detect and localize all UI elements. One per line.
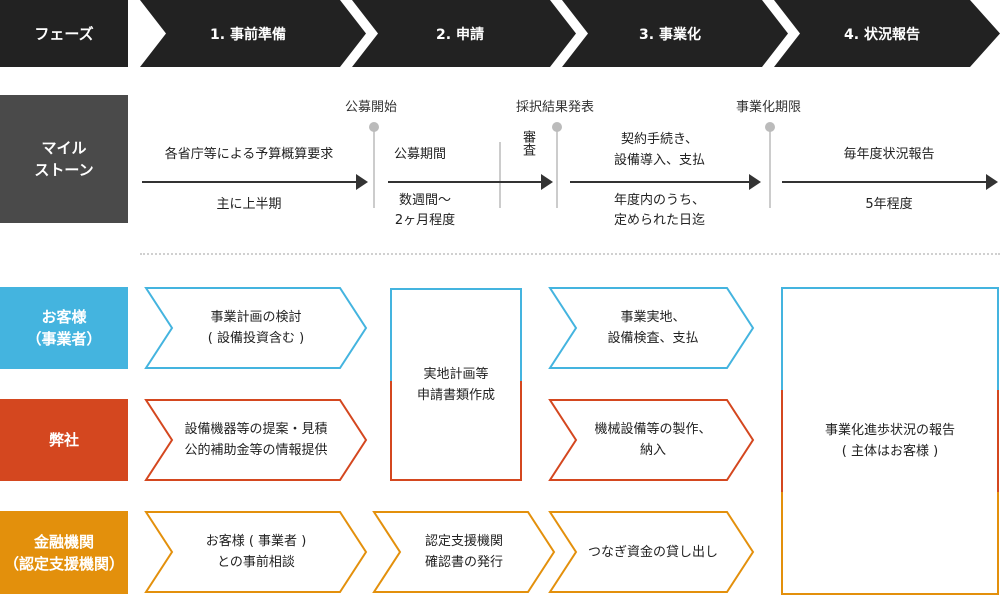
chevron-finance-3	[548, 511, 755, 593]
seg2-bottom-1: 数週間～	[398, 193, 451, 208]
customer-label-line2: （事業者）	[26, 330, 102, 348]
finance-task-3-line1: つなぎ資金の貸し出し	[587, 544, 718, 560]
company-task-3-line2: 納入	[639, 443, 666, 458]
company-task-3: 機械設備等の製作、 納入	[568, 400, 738, 480]
report-task-line1: 事業化進歩状況の報告	[824, 423, 955, 438]
marker-dot-2	[552, 122, 562, 132]
application-task: 実地計画等 申請書類作成	[391, 289, 521, 480]
milestone-label-line2: ストーン	[34, 161, 94, 179]
milestone-timeline	[142, 122, 998, 208]
customer-task-1: 事業計画の検討 ( 設備投資含む )	[166, 288, 346, 368]
customer-task-3-line2: 設備検査、支払	[607, 331, 699, 346]
seg1-top: 各省庁等による予算概算要求	[164, 147, 334, 162]
finance-task-3: つなぎ資金の貸し出し	[568, 512, 738, 592]
marker-3-label: 事業化期限	[736, 100, 802, 115]
seg3-top-2: 設備導入、支払	[613, 153, 705, 168]
seg4-bottom: 5年程度	[865, 197, 913, 212]
chevron-finance-2	[372, 511, 556, 593]
seg3-top-1: 契約手続き、	[620, 132, 699, 147]
box-application-blue	[390, 288, 522, 381]
customer-task-3: 事業実地、 設備検査、支払	[568, 288, 738, 368]
seg1-bottom: 主に上半期	[216, 197, 282, 212]
phase-2: 2. 申請	[436, 26, 484, 43]
section-divider	[140, 253, 1000, 255]
chevron-customer-1	[144, 287, 368, 369]
company-task-1-line1: 設備機器等の提案・見積	[184, 422, 328, 437]
company-label-box: 弊社	[0, 399, 128, 481]
phase-chevron-2	[352, 0, 576, 67]
box-application-red	[390, 381, 522, 481]
review-label: 審査	[520, 130, 535, 156]
marker-dot-1	[369, 122, 379, 132]
application-task-line1: 実地計画等	[423, 366, 489, 382]
chevron-customer-3	[548, 287, 755, 369]
finance-task-2-line1: 認定支援機関	[424, 534, 503, 549]
company-label-line1: 弊社	[48, 431, 79, 449]
finance-task-1: お客様 ( 事業者 ) との事前相談	[166, 512, 346, 592]
seg2-bottom-2: 2ヶ月程度	[394, 213, 456, 228]
report-task: 事業化進歩状況の報告 ( 主体はお客様 )	[782, 288, 998, 594]
seg3-bottom-2: 定められた日迄	[613, 213, 705, 228]
phase-label-box: フェーズ	[0, 0, 128, 67]
company-task-3-line1: 機械設備等の製作、	[594, 422, 712, 437]
finance-label-line2: （認定支援機関）	[3, 554, 124, 573]
phase-1: 1. 事前準備	[210, 26, 286, 43]
phase-chevron-4	[774, 0, 1000, 67]
phase-chevron-1	[140, 0, 366, 67]
box-report-blue	[781, 287, 999, 390]
box-report-orange	[781, 492, 999, 595]
application-task-line2: 申請書類作成	[416, 387, 495, 403]
chevron-company-3	[548, 399, 755, 481]
finance-label-box: 金融機関 （認定支援機関）	[0, 511, 128, 594]
seg3-bottom-1: 年度内のうち、	[613, 193, 705, 208]
seg2-top: 公募期間	[393, 147, 446, 162]
marker-dot-3	[765, 122, 775, 132]
marker-2-label: 採択結果発表	[516, 100, 595, 115]
report-task-line2: ( 主体はお客様 )	[841, 444, 939, 459]
finance-task-1-line1: お客様 ( 事業者 )	[205, 534, 307, 549]
phase-4: 4. 状況報告	[844, 26, 920, 43]
company-task-1-line2: 公的補助金等の情報提供	[184, 443, 328, 458]
seg4-top: 毎年度状況報告	[843, 147, 935, 162]
finance-task-2-line2: 確認書の発行	[424, 555, 503, 570]
phase-chevrons	[140, 0, 1000, 67]
phase-label: フェーズ	[34, 25, 94, 43]
customer-label-line1: お客様	[41, 308, 87, 326]
chevron-company-1	[144, 399, 368, 481]
customer-label-box: お客様 （事業者）	[0, 287, 128, 369]
customer-task-3-line1: 事業実地、	[620, 310, 686, 325]
customer-task-1-line2: ( 設備投資含む )	[207, 331, 305, 346]
finance-task-1-line2: との事前相談	[217, 555, 295, 570]
company-task-1: 設備機器等の提案・見積 公的補助金等の情報提供	[166, 400, 346, 480]
phase-chevron-3	[562, 0, 788, 67]
finance-task-2: 認定支援機関 確認書の発行	[390, 512, 538, 592]
milestone-label-line1: マイル	[41, 139, 87, 157]
milestone-label-box: マイル ストーン	[0, 95, 128, 223]
finance-label-line1: 金融機関	[33, 532, 94, 551]
phase-3: 3. 事業化	[639, 26, 701, 43]
chevron-finance-1	[144, 511, 368, 593]
marker-1-label: 公募開始	[345, 100, 398, 115]
customer-task-1-line1: 事業計画の検討	[210, 310, 302, 325]
